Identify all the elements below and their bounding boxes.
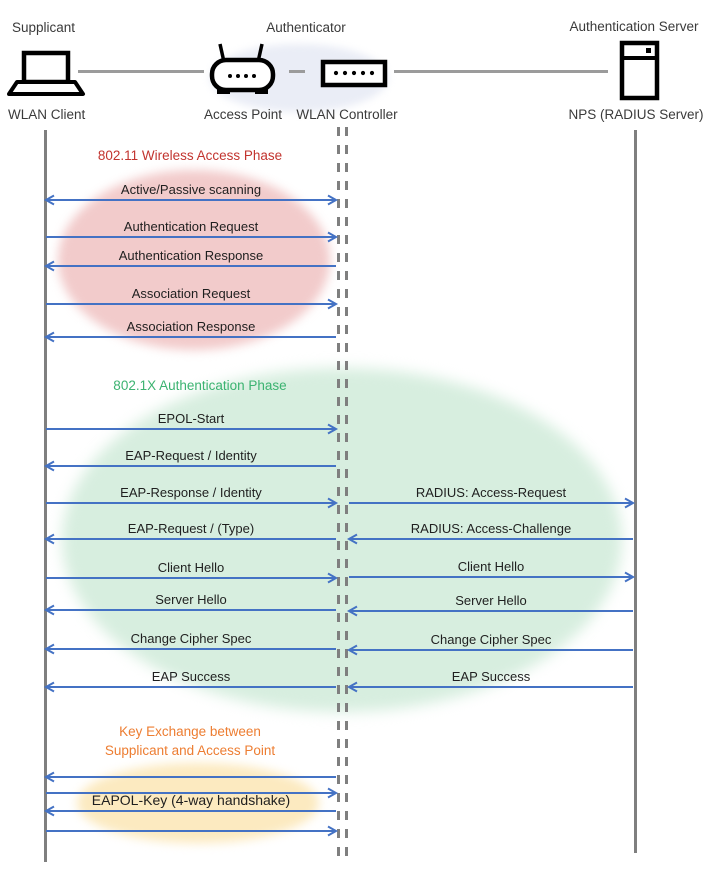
message-label: Server Hello — [455, 593, 527, 608]
message-label: EAP-Request / Identity — [125, 448, 257, 463]
message-label: Association Request — [131, 286, 251, 301]
wlan-controller-label: WLAN Controller — [296, 107, 398, 122]
supplicant-lifeline — [44, 130, 47, 862]
authentication-phase-title: 802.1X Authentication Phase — [113, 378, 287, 393]
server-lifeline — [634, 130, 637, 853]
message-label: EAP-Request / (Type) — [127, 521, 255, 536]
nps-server-label: NPS (RADIUS Server) — [568, 107, 704, 122]
supplicant-role-label: Supplicant — [12, 20, 76, 35]
server-icon — [619, 40, 660, 101]
connector-client-ap — [78, 70, 204, 73]
laptop-icon — [7, 50, 85, 96]
message-label: EAP Success — [151, 669, 231, 684]
message-label: Client Hello — [157, 560, 225, 575]
connector-ap-controller — [289, 70, 305, 73]
message-label: Authentication Request — [123, 219, 259, 234]
server-role-label: Authentication Server — [569, 19, 699, 34]
wlan-controller-icon — [320, 59, 388, 88]
wlan-client-label: WLAN Client — [8, 107, 86, 122]
message-label: Client Hello — [457, 559, 525, 574]
key-exchange-title-line1: Key Exchange between — [119, 724, 261, 739]
authenticator-role-label: Authenticator — [266, 20, 346, 35]
access-point-icon — [209, 43, 276, 94]
connector-controller-server — [394, 70, 608, 73]
wireless-access-phase-title: 802.11 Wireless Access Phase — [97, 148, 283, 163]
controller-lifeline-dash-right — [345, 127, 348, 858]
authentication-phase-ellipse — [62, 368, 622, 712]
message-label: EPOL-Start — [157, 411, 225, 426]
message-label: Change Cipher Spec — [430, 632, 552, 647]
message-label: Association Response — [126, 319, 256, 334]
message-label: EAP-Response / Identity — [120, 485, 262, 500]
controller-lifeline-dash-left — [337, 127, 340, 858]
message-label: RADIUS: Access-Request — [415, 485, 567, 500]
access-point-label: Access Point — [203, 107, 283, 122]
message-label: EAPOL-Key (4-way handshake) — [91, 792, 291, 808]
message-label: Change Cipher Spec — [130, 631, 252, 646]
message-label: EAP Success — [451, 669, 531, 684]
key-exchange-phase-title: Key Exchange between Supplicant and Acce… — [105, 722, 275, 760]
message-label: Active/Passive scanning — [120, 182, 262, 197]
message-label: Authentication Response — [118, 248, 264, 263]
key-exchange-title-line2: Supplicant and Access Point — [104, 743, 276, 758]
message-label: Server Hello — [155, 592, 227, 607]
message-label: RADIUS: Access-Challenge — [410, 521, 572, 536]
